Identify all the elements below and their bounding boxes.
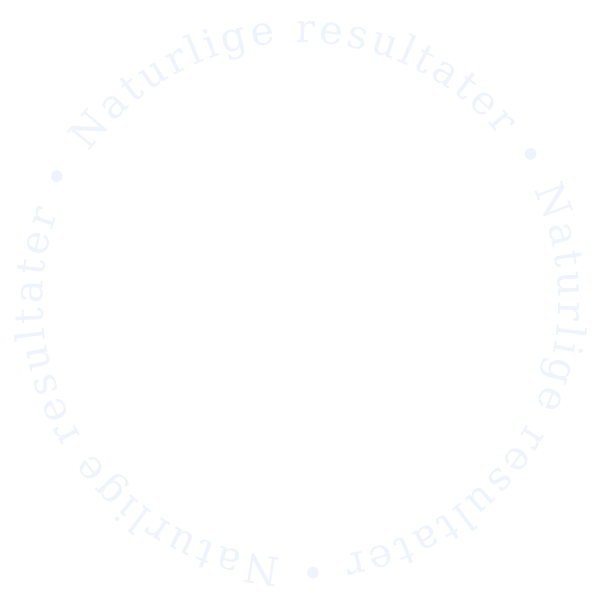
circular-text: Naturlige resultater • Naturlige resulta… (6, 6, 595, 595)
separator-dot-2: • (279, 547, 326, 594)
separator-dot-3: • (33, 152, 87, 198)
phrase-2: Naturlige resultater (338, 176, 595, 590)
phrase-1: Naturlige resultater (60, 6, 529, 158)
phrase-3: Naturlige resultater (6, 197, 282, 594)
